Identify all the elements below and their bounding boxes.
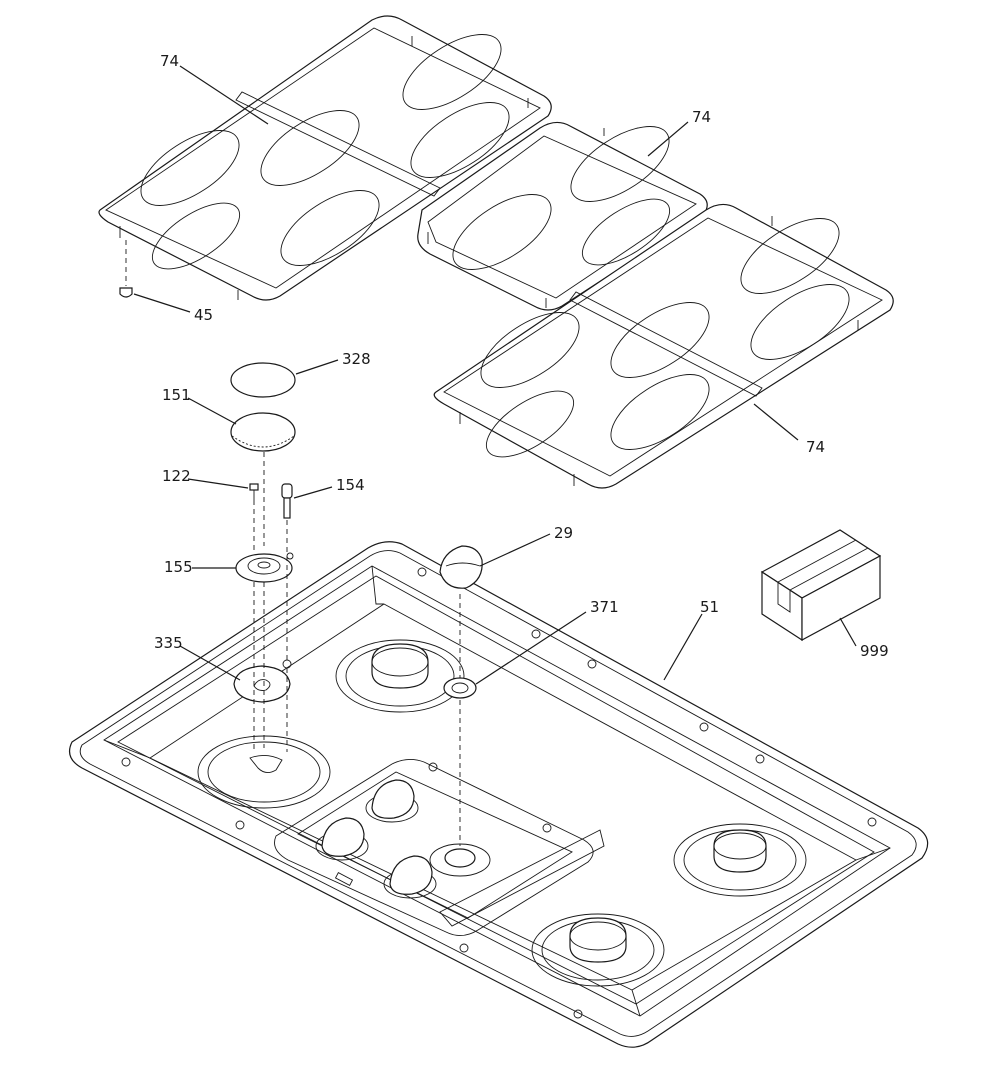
- grate-right: [433, 203, 894, 489]
- grate-foot-screw: [119, 240, 133, 298]
- callout-burner-head: 151: [162, 386, 191, 404]
- panel-knob-3: [383, 855, 437, 899]
- callout-burner-plate: 335: [154, 634, 183, 652]
- callout-burner-base: 155: [164, 558, 193, 576]
- burner-base-part: [235, 552, 294, 583]
- callout-small-screw: 122: [162, 467, 191, 485]
- callout-literature-box: 999: [860, 642, 889, 660]
- callout-cooktop-main-top: 51: [700, 598, 719, 616]
- control-knob-part: [439, 545, 483, 589]
- burner-right-front: [531, 913, 665, 987]
- electrode-part: [281, 483, 293, 519]
- cooktop-main-top: [69, 541, 929, 1048]
- callout-grate-right: 74: [806, 438, 825, 456]
- box-icon: [760, 529, 882, 642]
- burner-left-front: [197, 735, 331, 809]
- knob-bezel-part: [443, 677, 477, 699]
- callout-knob-bezel: 371: [590, 598, 619, 616]
- grate-top-left: [98, 15, 552, 301]
- burner-head-part: [230, 412, 296, 452]
- callout-electrode: 154: [336, 476, 365, 494]
- mounting-holes: [121, 567, 877, 1019]
- callout-grate-top-left: 74: [160, 52, 179, 70]
- leader-lines: [133, 65, 857, 685]
- assembly-lines: [253, 452, 461, 846]
- panel-knob-2: [365, 779, 419, 823]
- panel-knob-1: [315, 817, 369, 861]
- burner-left-rear: [335, 639, 465, 713]
- callout-burner-cap: 328: [342, 350, 371, 368]
- callout-control-knob: 29: [554, 524, 573, 542]
- burner-right-rear: [673, 823, 807, 897]
- callout-grate-foot-screw: 45: [194, 306, 213, 324]
- burner-cap-part: [230, 362, 296, 398]
- callout-grate-middle: 74: [692, 108, 711, 126]
- small-screw-part: [249, 483, 259, 500]
- burner-plate-part: [233, 659, 292, 703]
